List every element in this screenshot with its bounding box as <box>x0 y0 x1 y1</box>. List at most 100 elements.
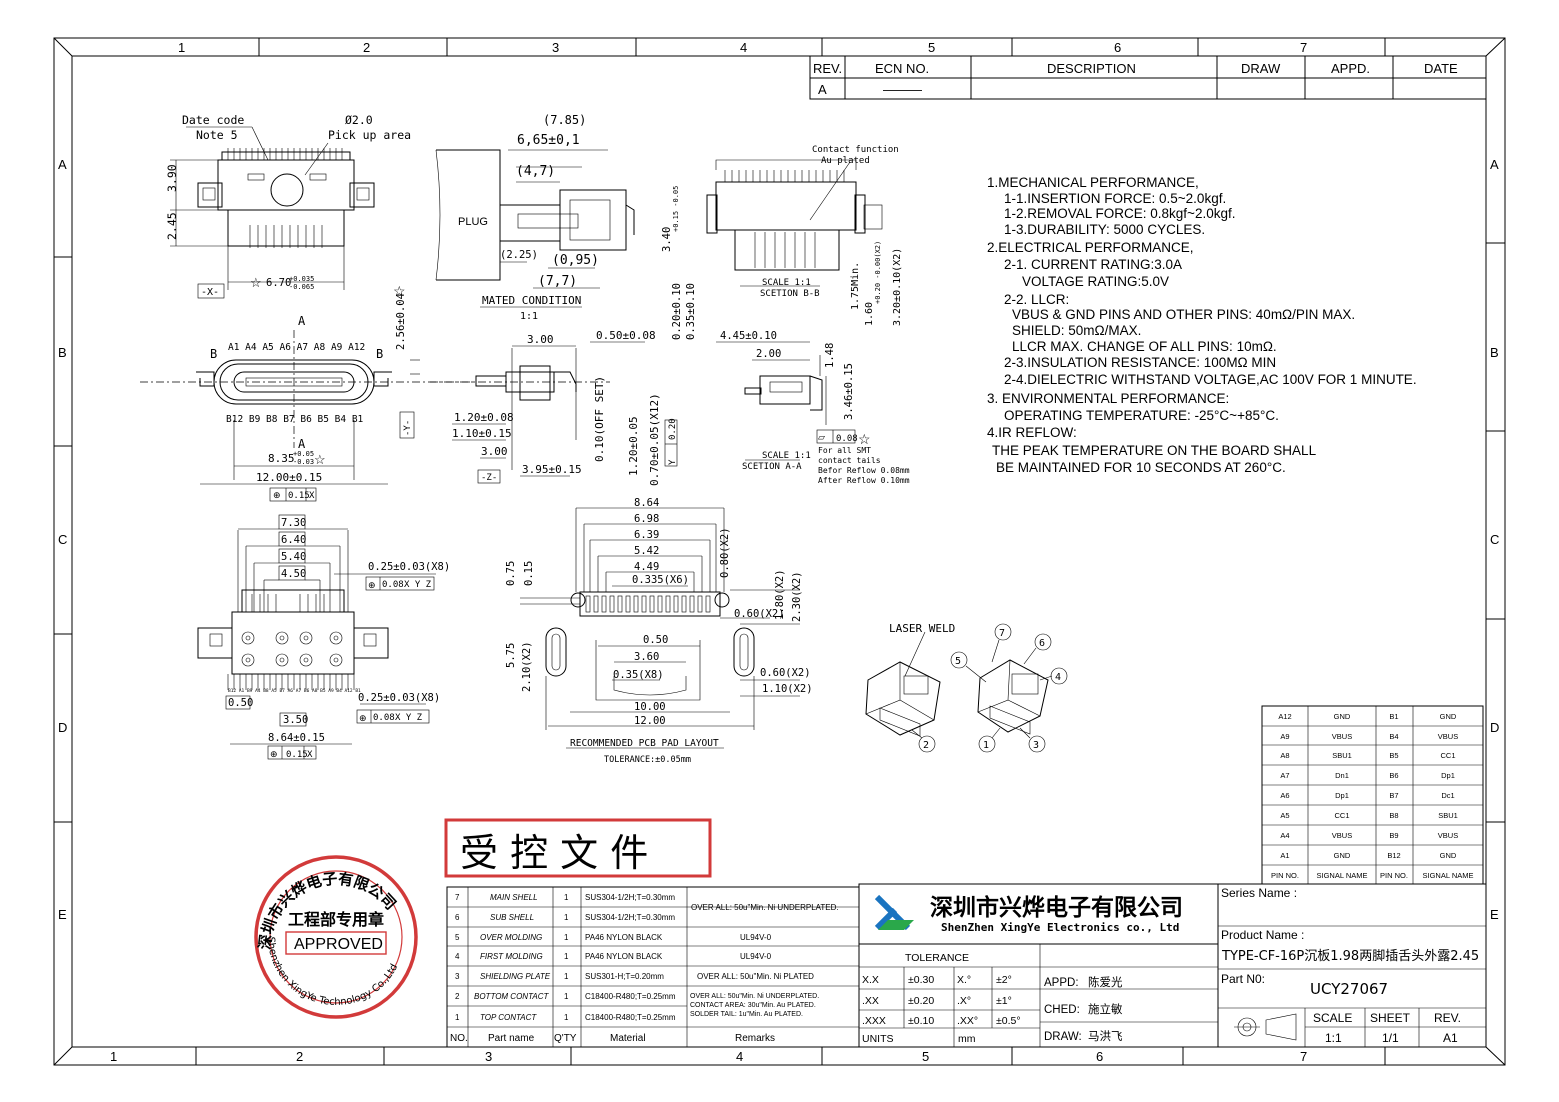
bom-material: PA46 NYLON BLACK <box>585 933 663 942</box>
pcb-title: RECOMMENDED PCB PAD LAYOUT <box>570 738 719 749</box>
bom-qty: 1 <box>564 992 569 1001</box>
pin-cell: Dp1 <box>1335 791 1349 800</box>
star-icon: ☆ <box>250 275 262 290</box>
pin-cell: CC1 <box>1440 751 1455 760</box>
section-b-left: B <box>210 347 217 361</box>
dim-540: 5.40 <box>281 551 306 563</box>
dim-070: 0.70±0.05(X12) <box>648 393 661 486</box>
dim-0335: 0.335(X6) <box>632 574 689 586</box>
bom-header: NO. <box>450 1033 468 1044</box>
note-line: LLCR MAX. CHANGE OF ALL PINS: 10mΩ. <box>1012 339 1277 354</box>
bom-material: SUS304-1/2H;T=0.30mm <box>585 893 675 902</box>
dim-575: 5.75 <box>505 643 517 668</box>
bom-material: PA46 NYLON BLACK <box>585 952 663 961</box>
dim-175: 1.75Min. <box>850 262 861 310</box>
row-label: A <box>58 157 67 172</box>
company-logo-icon <box>878 920 914 930</box>
pin-cell: GND <box>1440 851 1457 860</box>
flatness-ref: Y <box>668 459 678 465</box>
seal-approved-text: APPROVED <box>294 936 383 953</box>
bom-no: 1 <box>455 1013 460 1022</box>
company-name-en: ShenZhen XingYe Electronics co., Ltd <box>941 921 1179 934</box>
au-plated-label: Au plated <box>821 156 870 166</box>
pin-cell: VBUS <box>1332 732 1352 741</box>
pin-header: PIN NO. <box>1271 871 1299 880</box>
bom-no: 7 <box>455 893 460 902</box>
product-info-block: Series Name : Product Name : TYPE-CF-16P… <box>1217 883 1487 1048</box>
ched-label: CHED: <box>1044 1004 1080 1016</box>
dim-670-tol-minus: -0.065 <box>289 283 314 291</box>
col-label: 6 <box>1114 40 1121 55</box>
dim-120a: 1.20±0.08 <box>454 411 514 424</box>
pin-cell: B12 <box>1387 851 1400 860</box>
note5-label: Note 5 <box>196 128 238 142</box>
bom-no: 6 <box>455 913 460 922</box>
col-label: 5 <box>928 40 935 55</box>
dim-835-tol-minus: -0.03 <box>293 458 314 466</box>
front-pins-top: A1 A4 A5 A6 A7 A8 A9 A12 <box>228 342 365 353</box>
dim-025b: 0.25±0.03(X8) <box>358 692 440 704</box>
ref-a: X Y Z <box>404 580 432 590</box>
dim-075: 0.75 <box>505 561 517 586</box>
bom-qty: 1 <box>564 893 569 902</box>
pin-cell: B7 <box>1389 791 1398 800</box>
bottom-view: 7.30 6.40 5.40 4.50 0.25±0.03(X8) 0.08 X… <box>197 514 450 760</box>
col-label: 3 <box>485 1049 492 1064</box>
smt-note: Befor Reflow 0.08mm <box>818 466 910 475</box>
pin-cell: VBUS <box>1332 831 1352 840</box>
star-icon: ☆ <box>858 431 871 447</box>
tol-cell: X.° <box>957 974 971 986</box>
dim-060b: 0.60(X2) <box>760 667 811 679</box>
dim-148: 1.48 <box>824 343 836 368</box>
draw-label: DRAW: <box>1044 1031 1082 1043</box>
tol-cell: ±0.20 <box>908 995 934 1007</box>
rev-header: DATE <box>1424 61 1458 76</box>
pin-cell: GND <box>1334 851 1351 860</box>
dim-698: 6.98 <box>634 513 659 525</box>
pin-cell: A8 <box>1280 751 1289 760</box>
part-number: UCY27067 <box>1310 980 1388 998</box>
note-line: BE MAINTAINED FOR 10 SECONDS AT 260°C. <box>996 460 1286 475</box>
series-label: Series Name : <box>1221 886 1297 900</box>
pick-dia-label: Ø2.0 <box>345 113 373 127</box>
dim-160: 1.60 <box>864 302 875 326</box>
note-line: 2-2. LLCR: <box>1004 292 1069 307</box>
note-line: VBUS & GND PINS AND OTHER PINS: 40mΩ/PIN… <box>1012 307 1355 322</box>
bom-qty: 1 <box>564 913 569 922</box>
dim-340-tol: +0.15 -0.05 <box>672 186 680 232</box>
bom-remark: OVER ALL: 50u"Min. Ni PLATED <box>697 972 814 981</box>
dim-639: 6.39 <box>634 529 659 541</box>
note-line: 2-1. CURRENT RATING:3.0A <box>1004 257 1182 272</box>
dim-180: 1.80(X2) <box>774 569 786 620</box>
pin-cell: B5 <box>1389 751 1398 760</box>
rev-value: A <box>818 82 827 97</box>
dim-160-tol: +0.20 -0.00(X2) <box>874 241 882 304</box>
dim-449: 4.49 <box>634 561 659 573</box>
tol-cell: ±0.10 <box>908 1015 934 1027</box>
bom-material: SUS304-1/2H;T=0.30mm <box>585 913 675 922</box>
pin-cell: GND <box>1440 712 1457 721</box>
col-label: 7 <box>1300 40 1307 55</box>
rev-header: APPD. <box>1331 61 1370 76</box>
front-pins-bottom: B12 B9 B8 B7 B6 B5 B4 B1 <box>226 414 364 425</box>
tol-cell: .XX <box>862 995 879 1007</box>
mated-scale: 1:1 <box>520 311 538 322</box>
appd-name: 陈爱光 <box>1088 975 1123 989</box>
dim-450: 4.50 <box>281 568 306 580</box>
dim-035x8: 0.35(X8) <box>613 669 664 681</box>
mated-condition-view: (7.85) 6,65±0,1 (4,7) PLUG (2.25) (0,95)… <box>435 113 635 322</box>
rev-header: DESCRIPTION <box>1047 61 1136 76</box>
appd-label: APPD: <box>1044 977 1079 989</box>
balloon-3: 3 <box>1033 740 1039 751</box>
product-name: TYPE-CF-16P沉板1.98两脚插舌头外露2.45 <box>1221 948 1479 964</box>
pin-cell: B6 <box>1389 771 1398 780</box>
dim-670: 6.70 <box>266 277 291 289</box>
rev-header: REV. <box>1434 1011 1461 1025</box>
bom-remark: SOLDER TAIL: 1u"Min. Au PLATED. <box>690 1011 803 1018</box>
datum-z: -Z- <box>481 473 497 483</box>
pos-tol: 0.15 <box>288 491 310 501</box>
pin-header: PIN NO. <box>1380 871 1408 880</box>
pin-cell: A9 <box>1280 732 1289 741</box>
pin-row-bottom: B12 A1 B9 A4 B8 A5 B7 A6 A7 B6 A8 B5 A9 … <box>228 688 361 694</box>
dim-300b: 3.00 <box>481 445 508 458</box>
